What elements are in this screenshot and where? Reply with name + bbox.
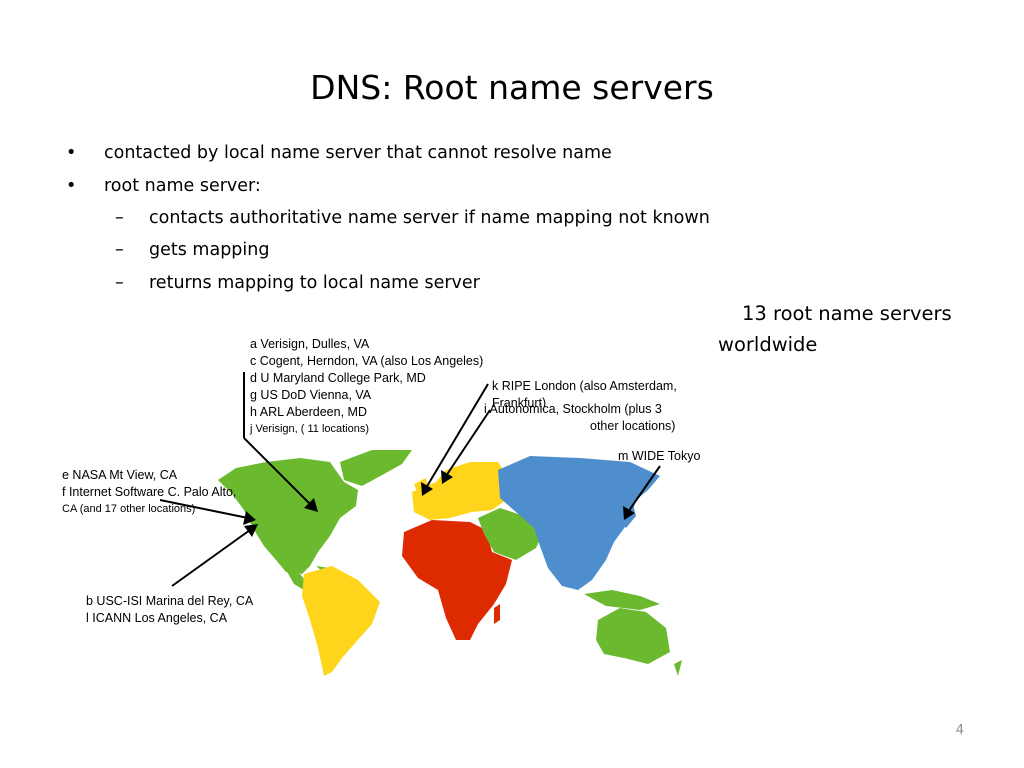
australia xyxy=(596,608,670,664)
arrow-east-us xyxy=(243,437,313,507)
server-label-line: a Verisign, Dulles, VA xyxy=(250,337,370,351)
central-america xyxy=(286,570,308,590)
arrowhead-london xyxy=(421,482,433,496)
label-london: k RIPE London (also Amsterdam, Frankfurt… xyxy=(492,378,677,412)
africa xyxy=(402,520,512,640)
server-label-line: Frankfurt) xyxy=(492,396,547,410)
arrow-tokyo xyxy=(627,465,661,513)
server-label-line: j Verisign, ( 11 locations) xyxy=(250,423,370,435)
arrowhead-palo-alto xyxy=(243,511,256,525)
dash-marker: – xyxy=(115,208,124,228)
indonesia xyxy=(584,590,660,610)
bullet-text: contacted by local name server that cann… xyxy=(104,143,612,163)
server-label-line: f Internet Software C. Palo Alto, xyxy=(62,485,237,499)
north-america xyxy=(218,458,358,574)
bullet-text: gets mapping xyxy=(149,240,270,260)
bullet-text: returns mapping to local name server xyxy=(149,273,480,293)
server-label-line: b USC-ISI Marina del Rey, CA xyxy=(86,594,254,608)
bullet-text: root name server: xyxy=(104,176,261,196)
arrow-los-angeles xyxy=(171,529,251,587)
server-label-line: e NASA Mt View, CA xyxy=(62,468,178,482)
greenland xyxy=(340,450,412,486)
server-label-line: other locations) xyxy=(590,419,676,433)
arrowhead-stockholm xyxy=(441,470,453,484)
bullet-marker: • xyxy=(66,176,77,196)
page-number: 4 xyxy=(955,723,964,738)
arrowhead-east-us xyxy=(304,498,318,512)
sub-bullet-item: – returns mapping to local name server xyxy=(115,273,480,293)
server-label-line: h ARL Aberdeen, MD xyxy=(250,405,367,419)
note-line: worldwide xyxy=(718,333,818,356)
server-label-line: g US DoD Vienna, VA xyxy=(250,388,372,402)
label-tokyo: m WIDE Tokyo xyxy=(618,448,700,465)
server-label-line: l ICANN Los Angeles, CA xyxy=(86,611,228,625)
sub-bullet-item: – gets mapping xyxy=(115,240,270,260)
arrowhead-tokyo xyxy=(623,506,635,520)
server-label-line: i Autonomica, Stockholm (plus 3 xyxy=(484,402,662,416)
slide-title: DNS: Root name servers xyxy=(310,68,714,107)
bullet-item: • contacted by local name server that ca… xyxy=(66,143,612,163)
south-america xyxy=(302,566,380,676)
server-label-line: m WIDE Tokyo xyxy=(618,449,701,463)
bullet-text: contacts authoritative name server if na… xyxy=(149,208,710,228)
pointer-arrows xyxy=(159,383,661,587)
label-stockholm: i Autonomica, Stockholm (plus 3 other lo… xyxy=(484,401,675,435)
europe xyxy=(412,462,510,520)
label-east-us-servers: a Verisign, Dulles, VA c Cogent, Herndon… xyxy=(250,336,483,438)
server-label-line: CA (and 17 other locations) xyxy=(62,503,196,515)
arrow-stockholm xyxy=(445,409,491,477)
dash-marker: – xyxy=(115,273,124,293)
server-label-line: c Cogent, Herndon, VA (also Los Angeles) xyxy=(250,354,484,368)
asia xyxy=(498,456,660,590)
arrow-palo-alto xyxy=(159,499,249,519)
note-line: 13 root name servers xyxy=(742,302,952,325)
dash-marker: – xyxy=(115,240,124,260)
bullet-item: • root name server: xyxy=(66,176,261,196)
label-los-angeles: b USC-ISI Marina del Rey, CA l ICANN Los… xyxy=(86,593,253,627)
server-label-line: k RIPE London (also Amsterdam, xyxy=(492,379,677,393)
sub-bullet-item: – contacts authoritative name server if … xyxy=(115,208,710,228)
root-server-count-note: 13 root name servers worldwide xyxy=(718,298,952,360)
new-zealand xyxy=(674,660,682,676)
madagascar xyxy=(494,604,500,624)
arrowhead-los-angeles xyxy=(244,524,258,537)
label-west-us: e NASA Mt View, CA f Internet Software C… xyxy=(62,467,236,518)
bullet-marker: • xyxy=(66,143,77,163)
arrow-london xyxy=(425,383,489,489)
server-label-line: d U Maryland College Park, MD xyxy=(250,371,426,385)
